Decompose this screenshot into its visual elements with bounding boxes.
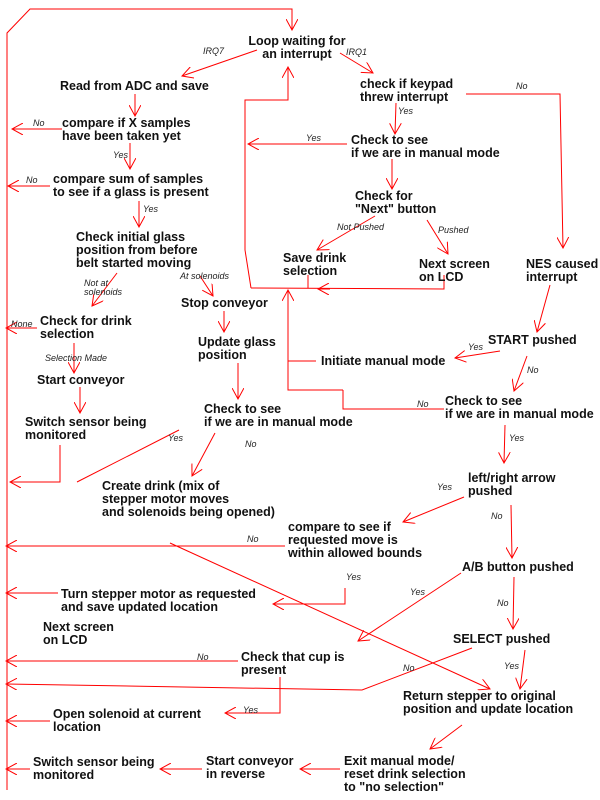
node-initiate-manual: Initiate manual mode	[321, 354, 446, 368]
main-return-loop	[6, 8, 292, 790]
label-m1-yes: Yes	[306, 133, 322, 143]
node-check-drink: Check for drink selection	[40, 314, 132, 341]
label-move-no: No	[247, 534, 259, 544]
node-read-adc: Read from ADC and save	[60, 79, 209, 93]
node-next-screen-1: Next screen on LCD	[419, 257, 490, 284]
label-start-no: No	[527, 365, 539, 375]
node-open-solenoid: Open solenoid at current location	[53, 707, 201, 734]
label-sum-no: No	[26, 175, 38, 185]
label-not-at-solenoids: Not at solenoids	[84, 278, 123, 297]
node-start-reverse: Start conveyor in reverse	[206, 754, 294, 781]
label-cup-yes: Yes	[243, 705, 259, 715]
label-m3-yes: Yes	[509, 433, 525, 443]
node-create-drink: Create drink (mix of stepper motor moves…	[102, 479, 275, 519]
label-lr-no: No	[491, 511, 503, 521]
node-check-cup: Check that cup is present	[241, 650, 345, 677]
node-next-button: Check for "Next" button	[355, 189, 437, 216]
label-select-yes: Yes	[504, 661, 520, 671]
label-ab-yes: Yes	[410, 587, 426, 597]
label-ab-no: No	[497, 598, 509, 608]
node-check-manual-1: Check to see if we are in manual mode	[351, 133, 500, 160]
label-x-no: No	[33, 118, 45, 128]
node-next-screen-2: Next screen on LCD	[43, 620, 114, 647]
node-stop-conveyor: Stop conveyor	[181, 296, 268, 310]
label-none: None	[11, 319, 33, 329]
node-check-manual-2: Check to see if we are in manual mode	[204, 402, 353, 429]
label-lr-yes: Yes	[437, 482, 453, 492]
node-check-manual-3: Check to see if we are in manual mode	[445, 394, 594, 421]
node-loop: Loop waiting for an interrupt	[248, 34, 346, 61]
node-x-samples: compare if X samples have been taken yet	[62, 116, 191, 143]
label-keypad-yes: Yes	[398, 106, 414, 116]
label-m3-no: No	[417, 399, 429, 409]
node-save-drink: Save drink selection	[283, 251, 347, 278]
label-pushed: Pushed	[438, 225, 469, 235]
node-switch-sensor-1: Switch sensor being monitored	[25, 415, 147, 442]
label-cup-no: No	[197, 652, 209, 662]
label-irq7: IRQ7	[203, 46, 225, 56]
label-not-pushed: Not Pushed	[337, 222, 385, 232]
label-start-yes: Yes	[468, 342, 484, 352]
node-start-pushed: START pushed	[488, 333, 577, 347]
label-m2-no: No	[245, 439, 257, 449]
node-return-stepper: Return stepper to original position and …	[403, 689, 574, 716]
label-sum-yes: Yes	[143, 204, 159, 214]
label-at-solenoids: At solenoids	[180, 271, 230, 281]
node-exit-manual: Exit manual mode/ reset drink selection …	[344, 754, 466, 794]
label-irq1: IRQ1	[346, 47, 368, 57]
node-switch-sensor-2: Switch sensor being monitored	[33, 755, 155, 782]
label-selection-made: Selection Made	[45, 353, 108, 363]
node-update-glass: Update glass position	[198, 335, 276, 362]
node-lr-arrow: left/right arrow pushed	[468, 471, 556, 498]
label-x-yes: Yes	[113, 150, 129, 160]
label-select-no: No	[403, 663, 415, 673]
node-sum-samples: compare sum of samples to see if a glass…	[53, 172, 209, 199]
node-keypad: check if keypad threw interrupt	[360, 77, 454, 104]
label-move-yes: Yes	[346, 572, 362, 582]
node-select-pushed: SELECT pushed	[453, 632, 551, 646]
label-m2-yes: Yes	[168, 433, 184, 443]
node-turn-stepper: Turn stepper motor as requested and save…	[61, 587, 256, 614]
node-nes: NES caused interrupt	[526, 257, 599, 284]
node-compare-move: compare to see if requested move is with…	[288, 520, 423, 560]
node-initial-position: Check initial glass position from before…	[76, 230, 198, 270]
label-keypad-no: No	[516, 81, 528, 91]
node-ab-button: A/B button pushed	[462, 560, 574, 574]
node-start-conveyor: Start conveyor	[37, 373, 125, 387]
